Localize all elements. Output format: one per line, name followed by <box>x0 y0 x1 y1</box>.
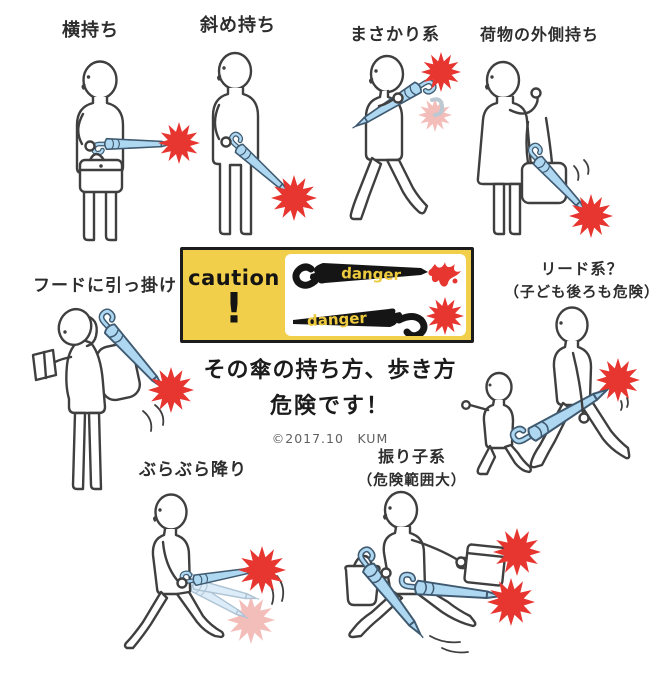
illustration-naname <box>211 51 317 236</box>
caution-word: caution <box>188 265 280 290</box>
danger-umbrellas-graphic: danger danger <box>292 262 464 336</box>
label-furiko-sub: （危険範囲大） <box>357 473 467 489</box>
label-masakari: まさかり系 <box>350 25 440 45</box>
illustration-masakari <box>335 52 461 221</box>
label-lead: リード系？ （子ども後ろも危険） <box>492 257 670 302</box>
headline: その傘の持ち方、歩き方 危険です！ ©2017.10 KUM <box>160 352 500 447</box>
impact-star <box>421 52 461 92</box>
impact-star-pale <box>227 596 275 644</box>
label-lead-sub: （子ども後ろも危険） <box>504 285 660 301</box>
illustration-lead <box>461 306 640 476</box>
impact-star <box>426 297 464 335</box>
danger-word-top: danger <box>341 264 402 284</box>
illustration-burabura <box>123 493 286 650</box>
impact-star <box>238 546 286 594</box>
caution-danger-panel: danger danger <box>285 254 466 336</box>
illustration-hood <box>31 295 194 491</box>
impact-star <box>158 122 200 164</box>
headline-line2: 危険です！ <box>269 394 390 419</box>
label-hood: フードに引っ掛け <box>33 276 177 296</box>
illustration-yokomochi <box>75 60 200 242</box>
danger-word-bottom: danger <box>307 309 368 330</box>
caution-left-panel: caution ! <box>183 250 285 340</box>
illustration-nimotsu <box>476 60 613 238</box>
label-burabura: ぶらぶら降り <box>139 460 247 480</box>
label-lead-main: リード系？ <box>540 260 624 278</box>
headline-line1: その傘の持ち方、歩き方 <box>203 358 457 383</box>
label-naname: 斜め持ち <box>200 15 276 36</box>
label-furiko: 振り子系 （危険範囲大） <box>328 443 496 490</box>
caution-exclamation: ! <box>224 284 244 333</box>
label-furiko-main: 振り子系 <box>377 447 446 466</box>
caution-box: caution ! danger danger <box>180 247 474 343</box>
label-nimotsu: 荷物の外側持ち <box>480 25 600 44</box>
copyright-credit: ©2017.10 KUM <box>271 431 389 446</box>
illustration-furiko <box>344 490 541 654</box>
label-yokomochi: 横持ち <box>62 20 119 41</box>
